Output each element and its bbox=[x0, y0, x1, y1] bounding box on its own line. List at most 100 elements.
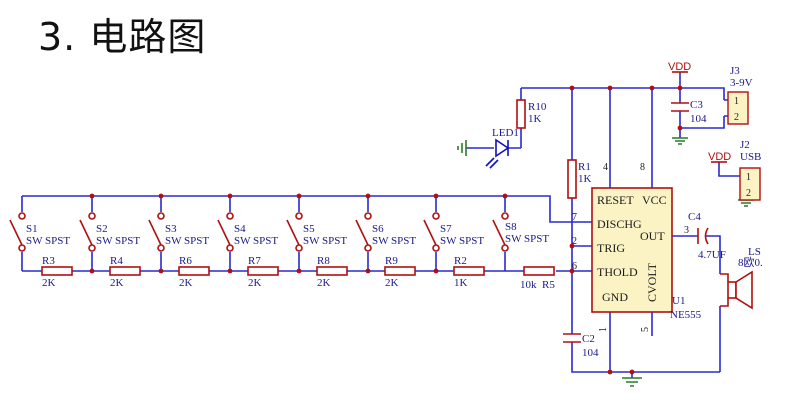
switch-ref: S5 bbox=[303, 223, 315, 235]
switch-contact bbox=[295, 212, 303, 220]
resistor-ref: R8 bbox=[317, 255, 330, 267]
junction-dot bbox=[158, 193, 164, 199]
connector-body bbox=[739, 167, 761, 201]
switch-contact bbox=[432, 244, 440, 252]
pin-label-vcc: VCC bbox=[642, 193, 667, 207]
led-light-arrows-icon bbox=[485, 157, 499, 169]
pin-number: 3 bbox=[684, 225, 689, 236]
c3-ground-icon bbox=[672, 137, 688, 145]
switch-contact bbox=[364, 212, 372, 220]
junction-dot bbox=[649, 85, 655, 91]
capacitor-value: 4.7UF bbox=[698, 249, 726, 261]
junction-dot bbox=[569, 268, 575, 274]
main-ground-symbol bbox=[622, 377, 642, 387]
switch-lever bbox=[79, 219, 93, 246]
speaker-coil bbox=[727, 281, 737, 299]
capacitor-ref: C3 bbox=[690, 99, 703, 111]
pin-number: 5 bbox=[640, 327, 651, 332]
j2-vdd-wire bbox=[718, 162, 740, 177]
switch-top-bus bbox=[22, 195, 592, 223]
switch-lever bbox=[423, 219, 437, 246]
switch-contact bbox=[88, 244, 96, 252]
switch-ref: S1 bbox=[26, 223, 38, 235]
ic-ne555: RESET VCC DISCHG OUT TRIG THOLD GND CVOL… bbox=[572, 162, 702, 336]
resistor-r2: R2 1K bbox=[453, 255, 485, 289]
switch-s7: S7 SW SPST bbox=[423, 212, 484, 252]
led-ground-icon bbox=[457, 140, 467, 156]
resistor-r3: R3 2K bbox=[41, 255, 73, 289]
resistor-body bbox=[247, 266, 279, 276]
junction-dot bbox=[569, 85, 575, 91]
switch-type: SW SPST bbox=[505, 233, 549, 245]
switch-s6: S6 SW SPST bbox=[355, 212, 416, 252]
resistor-r5: 10k R5 bbox=[505, 266, 555, 291]
capacitor-ref: C4 bbox=[688, 211, 701, 223]
junction-dot bbox=[433, 268, 439, 274]
switch-contact bbox=[88, 212, 96, 220]
resistor-r10: R10 1K bbox=[516, 99, 547, 129]
switches: S1 SW SPST S2 SW SPST S3 SW SPST bbox=[9, 212, 549, 252]
capacitor-value: 104 bbox=[690, 113, 707, 125]
speaker-cone-icon bbox=[735, 270, 753, 310]
resistor-body bbox=[384, 266, 416, 276]
connector-pin-number: 2 bbox=[746, 188, 751, 199]
switch-lever bbox=[148, 219, 162, 246]
connector-pin-number: 1 bbox=[734, 96, 739, 107]
connector-value: USB bbox=[740, 151, 761, 163]
capacitor-plate-curved bbox=[704, 227, 709, 245]
resistor-ref: R3 bbox=[42, 255, 55, 267]
switch-contact bbox=[226, 212, 234, 220]
junction-dot bbox=[569, 243, 575, 249]
pin-label-out: OUT bbox=[640, 229, 665, 243]
pin-number: 2 bbox=[572, 236, 577, 247]
junction-dot bbox=[89, 268, 95, 274]
switch-contact bbox=[501, 244, 509, 252]
connector-pin-number: 2 bbox=[734, 112, 739, 123]
resistor-ref: R2 bbox=[454, 255, 467, 267]
resistor-ref: R4 bbox=[110, 255, 123, 267]
connector-ref: J3 bbox=[730, 65, 740, 77]
vdd-usb-symbol: VDD bbox=[708, 151, 731, 163]
pin-number: 6 bbox=[572, 261, 577, 272]
resistor-body bbox=[178, 266, 210, 276]
junction-dot bbox=[365, 193, 371, 199]
j3-ground-wire bbox=[680, 116, 725, 129]
connector-pin-number: 1 bbox=[746, 172, 751, 183]
resistor-value: 1K bbox=[454, 277, 468, 289]
connector-ref: J2 bbox=[740, 139, 750, 151]
connector-j3: 1 2 J3 3-9V bbox=[724, 65, 753, 125]
speaker-value: 8欧0. bbox=[738, 256, 763, 269]
junction-dot bbox=[677, 85, 683, 91]
resistor-r4: R4 2K bbox=[109, 255, 141, 289]
page-heading: 3. 电路图 bbox=[38, 15, 207, 59]
switch-contact bbox=[18, 212, 26, 220]
out-wire bbox=[672, 235, 721, 274]
junction-dot bbox=[502, 193, 508, 199]
chain-resistors: R3 2K R4 2K R6 2K R7 2K R8 2K bbox=[41, 255, 555, 291]
switch-lever bbox=[492, 219, 506, 246]
switch-contact bbox=[157, 212, 165, 220]
junction-dot bbox=[89, 193, 95, 199]
switch-s5: S5 SW SPST bbox=[286, 212, 347, 252]
switch-s3: S3 SW SPST bbox=[148, 212, 209, 252]
resistor-body bbox=[516, 99, 526, 129]
switch-lever bbox=[9, 219, 23, 246]
junction-dot bbox=[629, 369, 635, 375]
switch-type: SW SPST bbox=[372, 235, 416, 247]
pin-label-dischg: DISCHG bbox=[597, 217, 642, 231]
junction-dot bbox=[607, 85, 613, 91]
switch-ref: S8 bbox=[505, 221, 517, 233]
junction-dot bbox=[227, 193, 233, 199]
resistor-value: 2K bbox=[42, 277, 56, 289]
speaker-ls: LS 8欧0. bbox=[720, 246, 763, 310]
switch-contact bbox=[501, 212, 509, 220]
vdd-rail bbox=[521, 87, 725, 100]
pin-label-gnd: GND bbox=[602, 290, 628, 304]
switch-type: SW SPST bbox=[303, 235, 347, 247]
ic-designator: U1 bbox=[672, 295, 685, 307]
switch-type: SW SPST bbox=[234, 235, 278, 247]
resistor-r1: R1 1K bbox=[567, 159, 592, 199]
ic-body bbox=[591, 187, 673, 313]
resistor-value: 2K bbox=[248, 277, 262, 289]
